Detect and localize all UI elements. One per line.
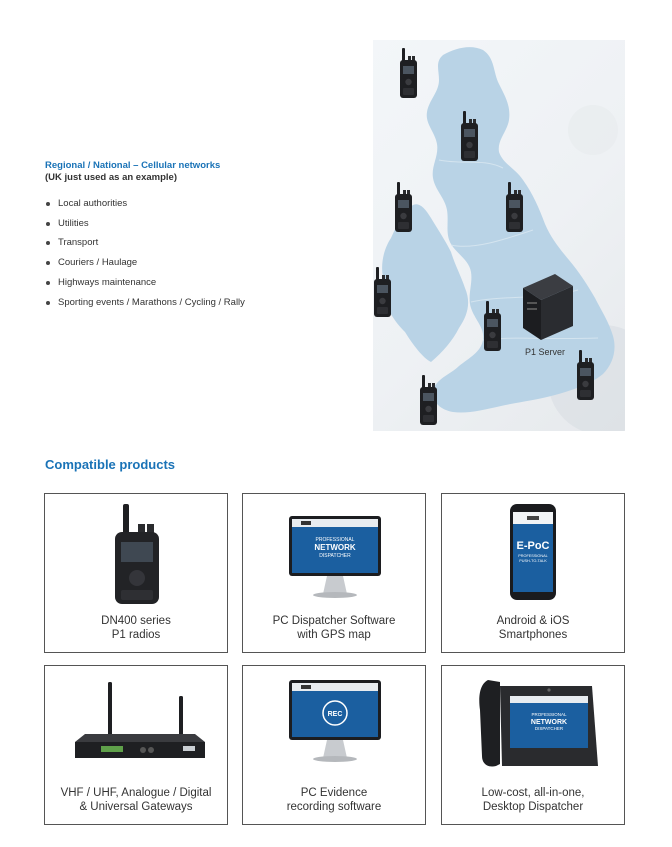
product-caption: Android & iOS Smartphones	[442, 614, 624, 642]
list-item: Local authorities	[45, 194, 345, 214]
list-item: Highways maintenance	[45, 273, 345, 293]
product-card-dn400: DN400 series P1 radios	[44, 493, 228, 653]
caption-line: P1 radios	[111, 629, 161, 641]
screen-text: PROFESSIONAL	[518, 554, 548, 558]
product-card-smartphones: E-PoC PROFESSIONAL PUSH-TO-TALK Android …	[441, 493, 625, 653]
monitor-dispatcher-icon: PROFESSIONAL NETWORK DISPATCHER	[289, 516, 381, 598]
product-caption: PC Dispatcher Software with GPS map	[243, 614, 425, 642]
caption-line: PC Evidence	[300, 787, 368, 799]
product-caption: DN400 series P1 radios	[45, 614, 227, 642]
caption-line: PC Dispatcher Software	[272, 615, 396, 627]
server-icon	[523, 274, 573, 340]
product-caption: VHF / UHF, Analogue / Digital & Universa…	[45, 786, 227, 814]
caption-line: Android & iOS	[496, 615, 570, 627]
list-item: Transport	[45, 233, 345, 253]
radio-icon	[420, 375, 437, 425]
screen-text: PROFESSIONAL	[531, 712, 567, 717]
product-grid: DN400 series P1 radios PROFESSIONAL NETW…	[44, 493, 625, 825]
intro-subtitle: (UK just used as an example)	[45, 172, 177, 183]
screen-text: DISPATCHER	[319, 553, 351, 559]
product-caption: PC Evidence recording software	[243, 786, 425, 814]
list-item: Sporting events / Marathons / Cycling / …	[45, 293, 345, 313]
radio-handset-icon	[115, 504, 159, 604]
list-item: Utilities	[45, 214, 345, 234]
caption-line: & Universal Gateways	[79, 801, 193, 813]
product-card-evidence-recording: REC PC Evidence recording software	[242, 665, 426, 825]
caption-line: DN400 series	[101, 615, 171, 627]
screen-text: DISPATCHER	[535, 726, 564, 731]
smartphone-icon: E-PoC PROFESSIONAL PUSH-TO-TALK	[510, 504, 556, 600]
uk-map-illustration: P1 Server	[373, 40, 625, 431]
screen-text: REC	[328, 711, 343, 718]
screen-text: PROFESSIONAL	[316, 537, 355, 543]
intro-title: Regional / National – Cellular networks	[45, 160, 221, 171]
product-card-desktop-dispatcher: PROFESSIONAL NETWORK DISPATCHER Low-cost…	[441, 665, 625, 825]
product-card-pc-dispatcher: PROFESSIONAL NETWORK DISPATCHER PC Dispa…	[242, 493, 426, 653]
screen-text: NETWORK	[314, 543, 356, 552]
screen-text: PUSH-TO-TALK	[519, 559, 547, 563]
gateway-icon	[75, 682, 205, 758]
caption-line: VHF / UHF, Analogue / Digital	[60, 787, 212, 799]
caption-line: with GPS map	[297, 629, 371, 641]
ireland-shape	[382, 204, 469, 362]
caption-line: Smartphones	[498, 629, 568, 641]
radio-icon	[395, 182, 412, 232]
product-caption: Low-cost, all-in-one, Desktop Dispatcher	[442, 786, 624, 814]
intro-block: Regional / National – Cellular networks …	[45, 160, 345, 312]
screen-text: NETWORK	[531, 719, 567, 726]
caption-line: Desktop Dispatcher	[482, 801, 584, 813]
compatible-products-heading: Compatible products	[45, 457, 176, 472]
list-item: Couriers / Haulage	[45, 253, 345, 273]
caption-line: Low-cost, all-in-one,	[481, 787, 585, 799]
desk-phone-icon: PROFESSIONAL NETWORK DISPATCHER	[479, 680, 598, 767]
monitor-recording-icon: REC	[289, 680, 381, 762]
screen-text: E-PoC	[517, 540, 550, 552]
caption-line: recording software	[286, 801, 382, 813]
use-case-list: Local authorities Utilities Transport Co…	[45, 194, 345, 312]
server-label: P1 Server	[525, 347, 566, 357]
radio-icon	[400, 48, 417, 98]
product-card-gateways: VHF / UHF, Analogue / Digital & Universa…	[44, 665, 228, 825]
uk-map-svg	[374, 47, 625, 431]
